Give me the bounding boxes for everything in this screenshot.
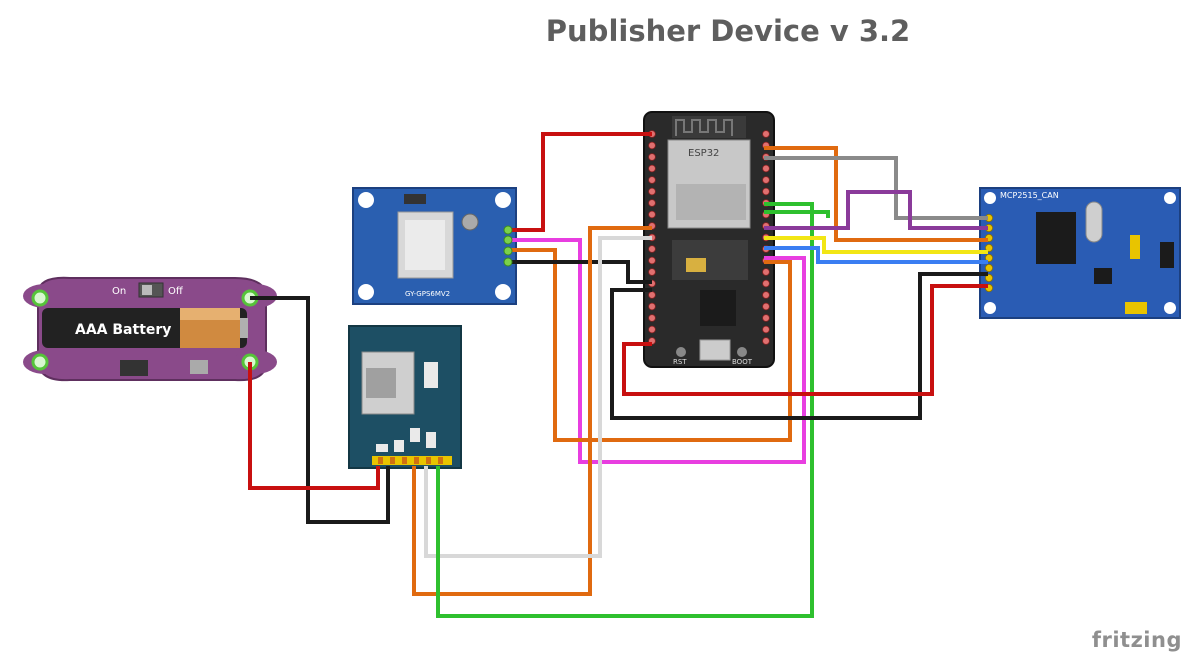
esp32-pin	[648, 141, 656, 150]
esp32-pin	[648, 325, 656, 334]
esp32-pin	[762, 164, 770, 173]
wire-esp-red-vcc	[622, 284, 988, 396]
esp32-pin	[648, 314, 656, 322]
can-module[interactable]: MCP2515_CAN	[979, 187, 1181, 319]
esp32-pin	[648, 164, 656, 173]
esp32-pin	[762, 176, 770, 184]
wire-sim-lightgray	[424, 236, 652, 558]
esp32-pin	[648, 302, 656, 311]
wire-gps-black	[510, 260, 652, 284]
battery-terminal-tl[interactable]	[31, 289, 49, 307]
esp32-pin	[648, 153, 656, 161]
wire-sim-green	[436, 202, 814, 618]
wire-esp-black-gnd	[610, 272, 988, 420]
esp32-pin	[762, 279, 770, 288]
esp32-pin	[648, 245, 656, 253]
battery-terminal-bl[interactable]	[31, 353, 49, 371]
gps-pins	[503, 225, 513, 267]
wire-can-orange	[764, 146, 988, 242]
wire-battery-red	[248, 362, 380, 490]
wire-gps-red	[510, 132, 652, 232]
esp32-pin	[648, 176, 656, 184]
wire-esp-green-mid	[764, 210, 830, 218]
can-pin	[985, 253, 994, 262]
esp32-pin	[648, 291, 656, 299]
esp32-pin	[648, 187, 656, 196]
reset-label: RST	[673, 358, 687, 366]
esp32-pin	[762, 314, 770, 322]
battery-label: AAA Battery	[75, 322, 171, 338]
wire-sim-orange	[412, 226, 652, 596]
wire-battery-black	[250, 296, 390, 524]
switch-off-label: Off	[168, 286, 184, 297]
sim-module[interactable]	[348, 325, 462, 469]
can-pin	[985, 273, 994, 282]
switch-on-label: On	[112, 286, 126, 297]
esp32-board[interactable]: ESP32 RST BOOT	[643, 111, 775, 368]
reset-button[interactable]	[676, 347, 686, 357]
page-title: Publisher Device v 3.2	[545, 14, 911, 48]
wire-can-purple	[764, 190, 988, 230]
fritzing-watermark: fritzing	[1091, 628, 1182, 652]
esp32-pin	[762, 325, 770, 334]
boot-button[interactable]	[737, 347, 747, 357]
can-pin	[985, 263, 994, 272]
battery-holder[interactable]: AAA Battery On Off	[23, 276, 277, 382]
esp32-chip-label: ESP32	[688, 148, 719, 159]
esp32-pin	[648, 268, 656, 276]
esp32-pin	[648, 199, 656, 207]
esp32-pin	[762, 187, 770, 196]
esp32-pin	[762, 268, 770, 276]
esp32-pin	[762, 130, 770, 138]
esp32-pin	[648, 256, 656, 265]
wire-can-yellow	[764, 236, 988, 254]
wire-can-gray	[764, 156, 988, 220]
esp32-pin	[648, 210, 656, 219]
wire-layer	[248, 132, 988, 618]
gps-label: GY-GPS6MV2	[405, 290, 450, 298]
can-label: MCP2515_CAN	[1000, 191, 1059, 200]
esp32-pin	[762, 337, 770, 345]
wire-can-blue	[764, 246, 988, 264]
can-pin	[985, 243, 994, 252]
boot-label: BOOT	[732, 358, 753, 366]
esp32-pin	[762, 291, 770, 299]
esp32-pin	[762, 302, 770, 311]
gps-module[interactable]: GY-GPS6MV2	[352, 187, 517, 305]
wire-gps-orange	[510, 248, 792, 442]
wire-gps-pink	[510, 238, 806, 464]
